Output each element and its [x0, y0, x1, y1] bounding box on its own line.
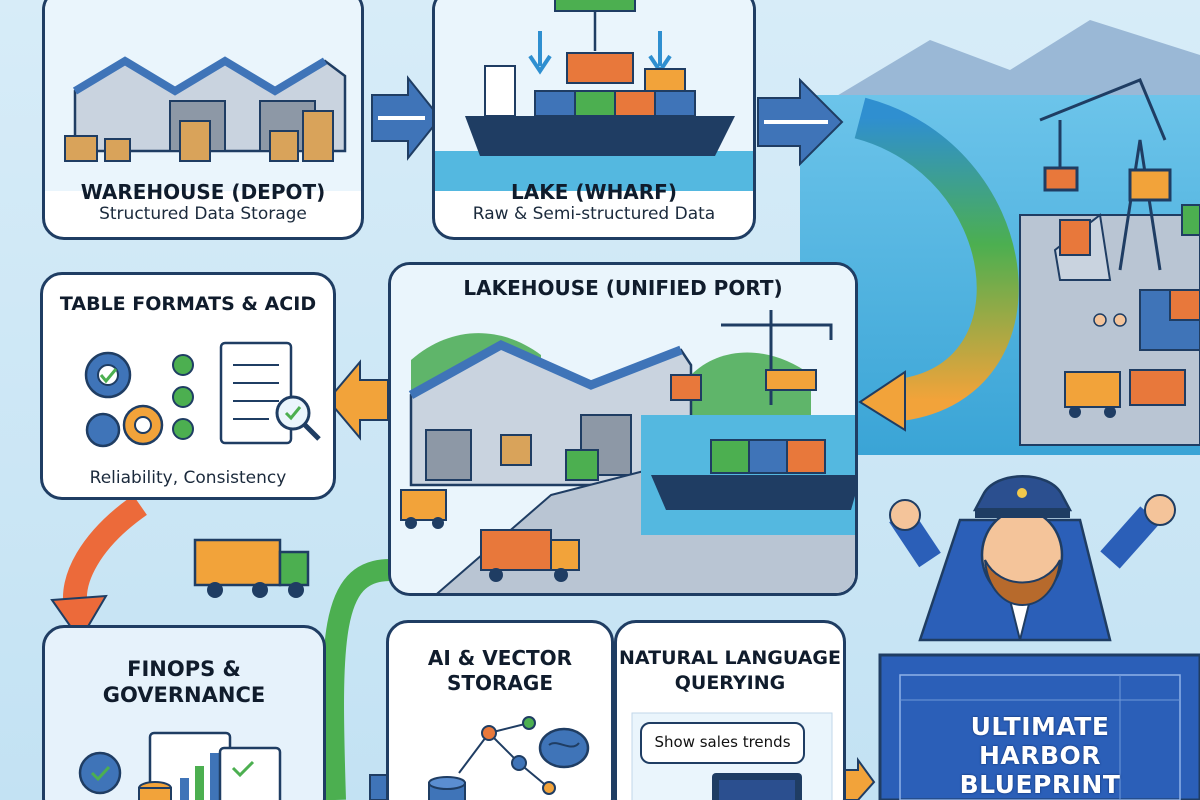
- card-nlq: NATURAL LANGUAGE QUERYING: [614, 620, 846, 800]
- table-formats-title: TABLE FORMATS & ACID: [59, 293, 317, 315]
- lakehouse-illustration: [391, 265, 855, 593]
- card-lakehouse: LAKEHOUSE (UNIFIED PORT): [388, 262, 858, 596]
- card-lake: LAKE (WHARF) Raw & Semi-structured Data: [432, 0, 756, 240]
- blueprint-board: [878, 653, 1200, 800]
- blueprint-line3: BLUEPRINT: [959, 770, 1121, 799]
- truck-illustration: [193, 538, 310, 598]
- finops-title-line1: FINOPS &: [127, 657, 241, 681]
- lake-title: LAKE (WHARF): [511, 180, 677, 204]
- lakehouse-title: LAKEHOUSE (UNIFIED PORT): [463, 276, 783, 300]
- ai-vector-title-line2: STORAGE: [446, 671, 553, 695]
- lake-illustration: [435, 0, 753, 191]
- flow-arrow-lake-to-lakehouse: [854, 97, 1019, 421]
- nlq-title-line1: NATURAL LANGUAGE: [618, 647, 841, 669]
- query-speech-bubble: Show sales trends: [640, 722, 805, 764]
- gear-icon: [84, 351, 132, 399]
- card-table-formats: TABLE FORMATS & ACID: [40, 272, 336, 500]
- magnifier-icon: [275, 395, 321, 441]
- blueprint-title: ULTIMATE HARBOR BLUEPRINT: [900, 712, 1180, 799]
- warehouse-illustration: [45, 0, 361, 191]
- arrow-lakehouse-to-bottom: [322, 559, 391, 800]
- arrow-lakehouse-to-table: [326, 359, 389, 441]
- warehouse-title: WAREHOUSE (DEPOT): [80, 180, 326, 204]
- brain-icon: [538, 727, 590, 769]
- gear-icon: [85, 404, 164, 448]
- finops-illustration: [78, 731, 282, 800]
- gear-icon: [78, 751, 122, 795]
- card-warehouse: WAREHOUSE (DEPOT) Structured Data Storag…: [42, 0, 364, 240]
- lake-subtitle: Raw & Semi-structured Data: [472, 204, 716, 224]
- chart-icon: [180, 753, 219, 800]
- ai-vector-illustration: [428, 716, 590, 800]
- database-icon: [428, 776, 466, 800]
- captain-character: [889, 475, 1176, 642]
- nlq-title-line2: QUERYING: [674, 672, 786, 694]
- ai-vector-title-line1: AI & VECTOR: [427, 646, 573, 670]
- table-formats-subtitle: Reliability, Consistency: [89, 468, 287, 488]
- harbor-crane: [1039, 78, 1172, 271]
- warehouse-subtitle: Structured Data Storage: [99, 204, 307, 224]
- finops-title-line2: GOVERNANCE: [102, 683, 266, 707]
- card-ai-vector: AI & VECTOR STORAGE: [386, 620, 614, 800]
- blueprint-line2: HARBOR: [978, 741, 1102, 770]
- card-finops: FINOPS & GOVERNANCE: [42, 625, 326, 800]
- nlq-illustration: [631, 712, 833, 800]
- mountains: [830, 20, 1200, 110]
- blueprint-line1: ULTIMATE: [970, 712, 1110, 741]
